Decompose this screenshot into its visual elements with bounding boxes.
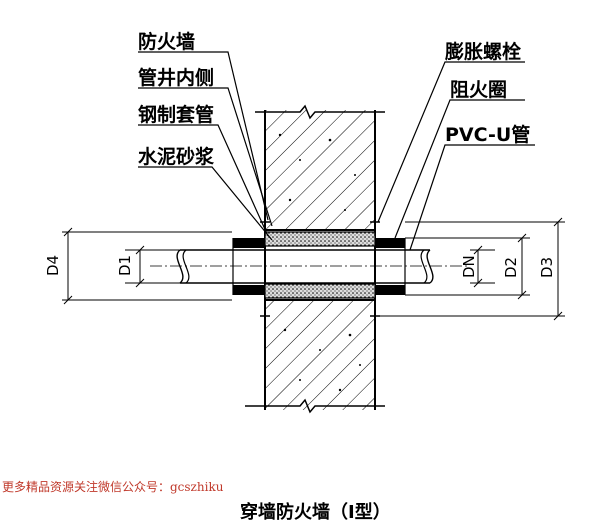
- leaders-left: [138, 51, 273, 241]
- fire-ring: [232, 238, 406, 295]
- steel-sleeve: [264, 229, 376, 301]
- label-cement-mortar: 水泥砂浆: [138, 145, 215, 168]
- dim-d3: D3: [538, 257, 556, 278]
- label-shaft-inner: 管井内侧: [138, 66, 214, 89]
- pvc-pipe: [150, 249, 470, 284]
- wall: [245, 104, 385, 414]
- watermark-text: 更多精品资源关注微信公众号：gcszhiku: [2, 480, 224, 494]
- dim-dn: DN: [460, 255, 478, 278]
- dim-d4: D4: [44, 255, 62, 276]
- leaders-right: [377, 61, 535, 251]
- label-pvc-pipe: PVC-U管: [445, 123, 530, 146]
- dim-d2: D2: [502, 257, 520, 278]
- label-expansion-bolt: 膨胀螺栓: [444, 40, 521, 63]
- label-fire-ring: 阻火圈: [450, 79, 507, 101]
- label-steel-sleeve: 钢制套管: [138, 103, 214, 126]
- dimension-left: [62, 227, 232, 305]
- dimension-right: [375, 217, 565, 321]
- dim-d1: D1: [116, 255, 134, 276]
- label-fire-wall: 防火墙: [138, 30, 195, 53]
- diagram-caption: 穿墙防火墙（I型）: [240, 502, 391, 523]
